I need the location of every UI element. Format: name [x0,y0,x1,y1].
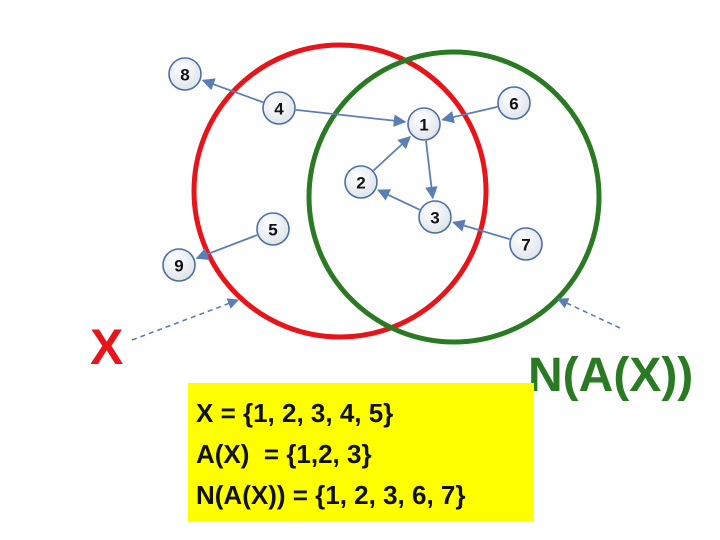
node-label: 8 [180,66,189,85]
node-7: 7 [509,227,543,261]
node-label: 6 [509,95,518,114]
node-circle [509,227,543,261]
pointer-nax [556,298,621,329]
edge-3-to-2 [377,189,421,211]
node-circle [344,165,378,199]
nodes: 1 2 3 4 5 6 7 8 9 [162,57,543,282]
edge-6-to-1 [441,105,498,124]
edge-4-to-8 [201,78,264,104]
node-label: 4 [274,100,284,119]
node-3: 3 [418,200,452,234]
node-5: 5 [256,212,290,246]
node-6: 6 [497,86,531,120]
node-8: 8 [168,57,202,91]
set-x-label: X [90,319,124,375]
node-circle [162,248,196,282]
node-label: 5 [268,221,277,240]
info-line-x: X = {1, 2, 3, 4, 5} [196,398,394,428]
node-label: 9 [174,257,183,276]
node-label: 2 [356,174,365,193]
edge-1-to-3 [425,140,438,200]
info-line-ax: A(X) = {1,2, 3} [196,439,372,469]
edge-4-to-1 [295,108,407,127]
node-9: 9 [162,248,196,282]
edges [195,78,510,261]
node-circle [407,107,441,141]
node-label: 3 [430,209,439,228]
info-box: X = {1, 2, 3, 4, 5} A(X) = {1,2, 3} N(A(… [188,383,534,522]
node-label: 7 [521,236,530,255]
node-circle [168,57,202,91]
node-circle [256,212,290,246]
edge-5-to-9 [195,234,258,261]
node-1: 1 [407,107,441,141]
node-circle [262,91,296,125]
pointer-x [131,298,240,341]
node-2: 2 [344,165,378,199]
edge-7-to-3 [452,219,510,241]
node-circle [497,86,531,120]
node-label: 1 [419,116,428,135]
info-line-nax: N(A(X)) = {1, 2, 3, 6, 7} [196,480,466,510]
set-nax-label: N(A(X)) [528,349,694,402]
set-x-circle [191,42,489,340]
node-4: 4 [262,91,296,125]
set-nax-circle [306,49,602,345]
edge-2-to-1 [372,136,411,172]
node-circle [418,200,452,234]
